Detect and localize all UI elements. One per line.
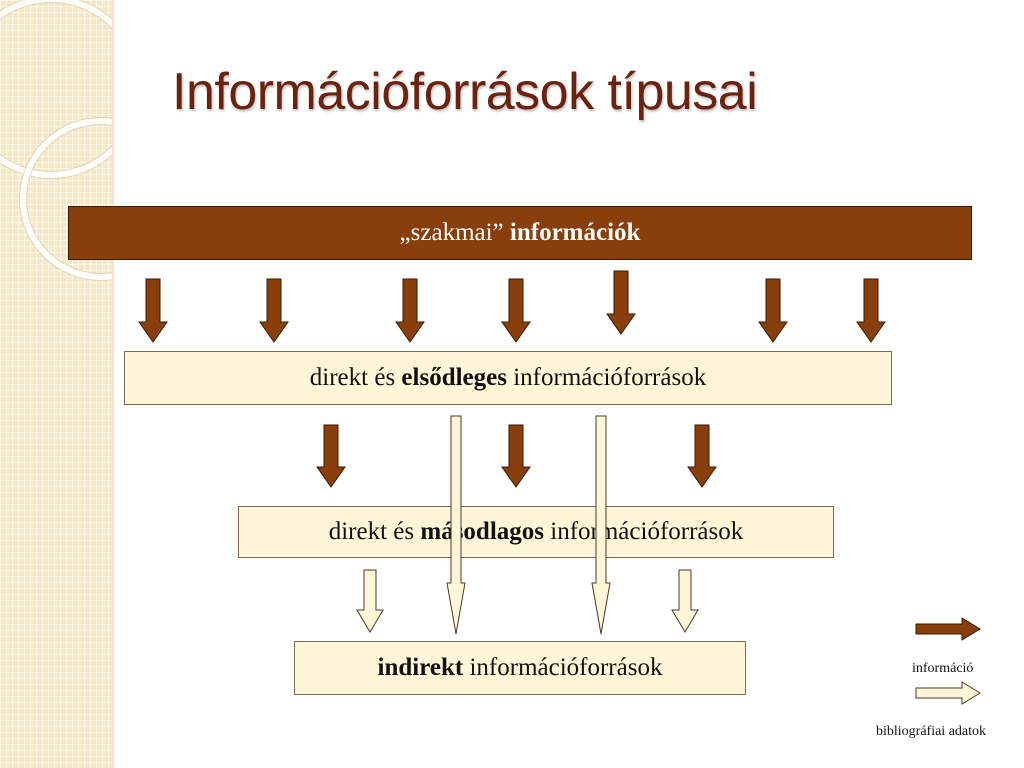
information-arrow-down <box>138 278 168 343</box>
box-text-prefix: direkt és <box>328 518 421 545</box>
box-text-bold: másodlagos <box>420 518 545 545</box>
information-arrow-down <box>501 278 531 343</box>
primary-sources-box: direkt és elsődleges információforrások <box>124 351 892 405</box>
box-text-suffix: információforrások <box>544 518 744 545</box>
indirect-sources-box: indirekt információforrások <box>294 641 746 695</box>
information-arrow-down <box>758 278 788 343</box>
information-arrow-down <box>687 424 717 488</box>
bibliographic-arrow-down <box>356 569 384 633</box>
box-text-bold: indirekt <box>377 654 464 681</box>
secondary-sources-box: direkt és másodlagos információforrások <box>238 506 834 558</box>
information-arrow-down <box>316 424 346 488</box>
box-text-bold: elsődleges <box>401 364 507 391</box>
box-text-prefix: „szakmai” <box>399 219 510 246</box>
box-text-bold: információk <box>509 219 641 246</box>
slide-title: Információforrások típusai <box>172 63 758 121</box>
professional-information-box: „szakmai” információk <box>68 206 972 260</box>
legend-bibliographic-arrow <box>915 681 981 705</box>
box-text-suffix: információforrások <box>463 654 663 681</box>
information-arrow-down <box>856 278 886 343</box>
information-arrow-down <box>606 270 636 335</box>
legend-bibliographic-label: bibliográfiai adatok <box>876 724 987 739</box>
information-arrow-down <box>259 278 289 343</box>
box-text-prefix: direkt és <box>309 364 402 391</box>
box-text-suffix: információforrások <box>506 364 707 391</box>
legend-information-arrow <box>915 617 981 641</box>
legend-information-label: információ <box>912 661 974 676</box>
information-arrow-down <box>501 424 531 488</box>
information-arrow-down <box>395 278 425 343</box>
decorative-side-panel <box>0 0 112 768</box>
side-panel-edge <box>112 0 115 768</box>
bibliographic-arrow-down <box>671 569 699 633</box>
